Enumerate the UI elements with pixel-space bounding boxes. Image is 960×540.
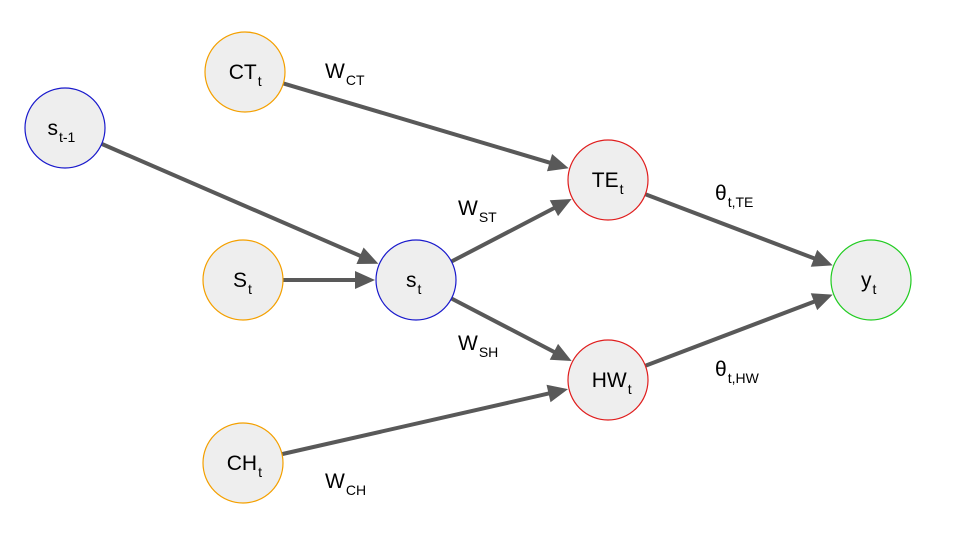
node-label-main: CT — [229, 61, 257, 84]
edge-label-sub: ST — [479, 209, 497, 225]
node-circle — [204, 31, 286, 113]
node-label-main: HW — [592, 369, 627, 392]
edge-label-main: W — [325, 470, 345, 493]
arrowhead-icon — [546, 153, 569, 172]
edge-label-ch-to-hw: WCH — [325, 470, 366, 498]
node-label-sub: t — [620, 181, 624, 197]
node-circle — [567, 139, 649, 221]
arrowhead-icon — [355, 271, 375, 289]
node-label: CHt — [227, 452, 262, 480]
edge-ct-to-te — [282, 81, 569, 172]
node-label-sub: t — [258, 464, 262, 480]
edge-te-to-y — [644, 192, 833, 267]
node-ch: CHt — [202, 422, 284, 504]
edge-label-main: θ — [715, 358, 727, 381]
edge-label-sub: CT — [346, 72, 365, 88]
edge-label-main: W — [325, 60, 345, 83]
edge-label-s-t-to-hw: WSH — [458, 332, 498, 360]
edge-label-sub: SH — [479, 344, 498, 360]
node-circle — [375, 239, 457, 321]
arrowhead-icon — [546, 384, 569, 403]
arrowhead-icon — [810, 249, 833, 267]
edge-label-main: W — [458, 197, 478, 220]
node-label-main: y — [861, 269, 872, 292]
node-label-main: CH — [227, 452, 257, 475]
node-label: yt — [861, 269, 877, 297]
node-hw: HWt — [567, 339, 649, 421]
node-label-main: s — [48, 117, 59, 140]
edge-line — [450, 205, 557, 264]
arrowhead-icon — [549, 198, 572, 217]
node-ct: CTt — [204, 31, 286, 113]
arrowhead-icon — [810, 293, 833, 311]
edge-line — [281, 391, 551, 457]
edge-label-sub: CH — [346, 482, 366, 498]
node-label-sub: t — [258, 73, 262, 89]
arrowhead-icon — [549, 343, 572, 362]
node-label: st-1 — [48, 117, 76, 145]
node-label: CTt — [229, 61, 262, 89]
node-label-main: s — [406, 269, 417, 292]
node-label-sub: t-1 — [59, 129, 76, 145]
edge-label-ct-to-te: WCT — [325, 60, 365, 88]
edge-label-main: θ — [715, 182, 727, 205]
node-circle — [202, 239, 284, 321]
node-label-main: S — [233, 269, 247, 292]
edge-label-sub: t,TE — [728, 194, 754, 210]
edge-line — [644, 192, 817, 261]
node-circle — [830, 239, 912, 321]
edge-label-sub: t,HW — [728, 370, 760, 386]
edges-layer — [100, 81, 833, 457]
edge-line — [644, 299, 817, 368]
edge-s-t-to-hw — [450, 296, 572, 362]
node-label: TEt — [592, 169, 624, 197]
edge-ch-to-hw — [281, 384, 569, 457]
edge-line — [450, 296, 557, 355]
arrowhead-icon — [356, 247, 379, 265]
node-st-upper: St — [202, 239, 284, 321]
edge-label-s-t-to-te: WST — [458, 197, 497, 225]
edge-line — [282, 81, 553, 166]
node-label: St — [233, 269, 252, 297]
edge-st-upper-to-s-t — [283, 271, 375, 289]
node-label-sub: t — [873, 281, 877, 297]
edge-s-prev-to-s-t — [100, 142, 379, 265]
node-circle — [567, 339, 649, 421]
node-label-sub: t — [628, 381, 632, 397]
edge-label-te-to-y: θt,TE — [715, 182, 753, 210]
node-label-main: TE — [592, 169, 619, 192]
edge-line — [100, 142, 363, 259]
node-y: yt — [830, 239, 912, 321]
edge-hw-to-y — [644, 293, 833, 368]
node-s-t: st — [375, 239, 457, 321]
node-circle — [24, 87, 106, 169]
node-label: st — [406, 269, 422, 297]
node-label: HWt — [592, 369, 632, 397]
node-te: TEt — [567, 139, 649, 221]
node-label-sub: t — [248, 281, 252, 297]
node-s-prev: st-1 — [24, 87, 106, 169]
edge-s-t-to-te — [450, 198, 572, 264]
edge-label-main: W — [458, 332, 478, 355]
node-circle — [202, 422, 284, 504]
node-label-sub: t — [418, 281, 422, 297]
edge-label-hw-to-y: θt,HW — [715, 358, 760, 386]
